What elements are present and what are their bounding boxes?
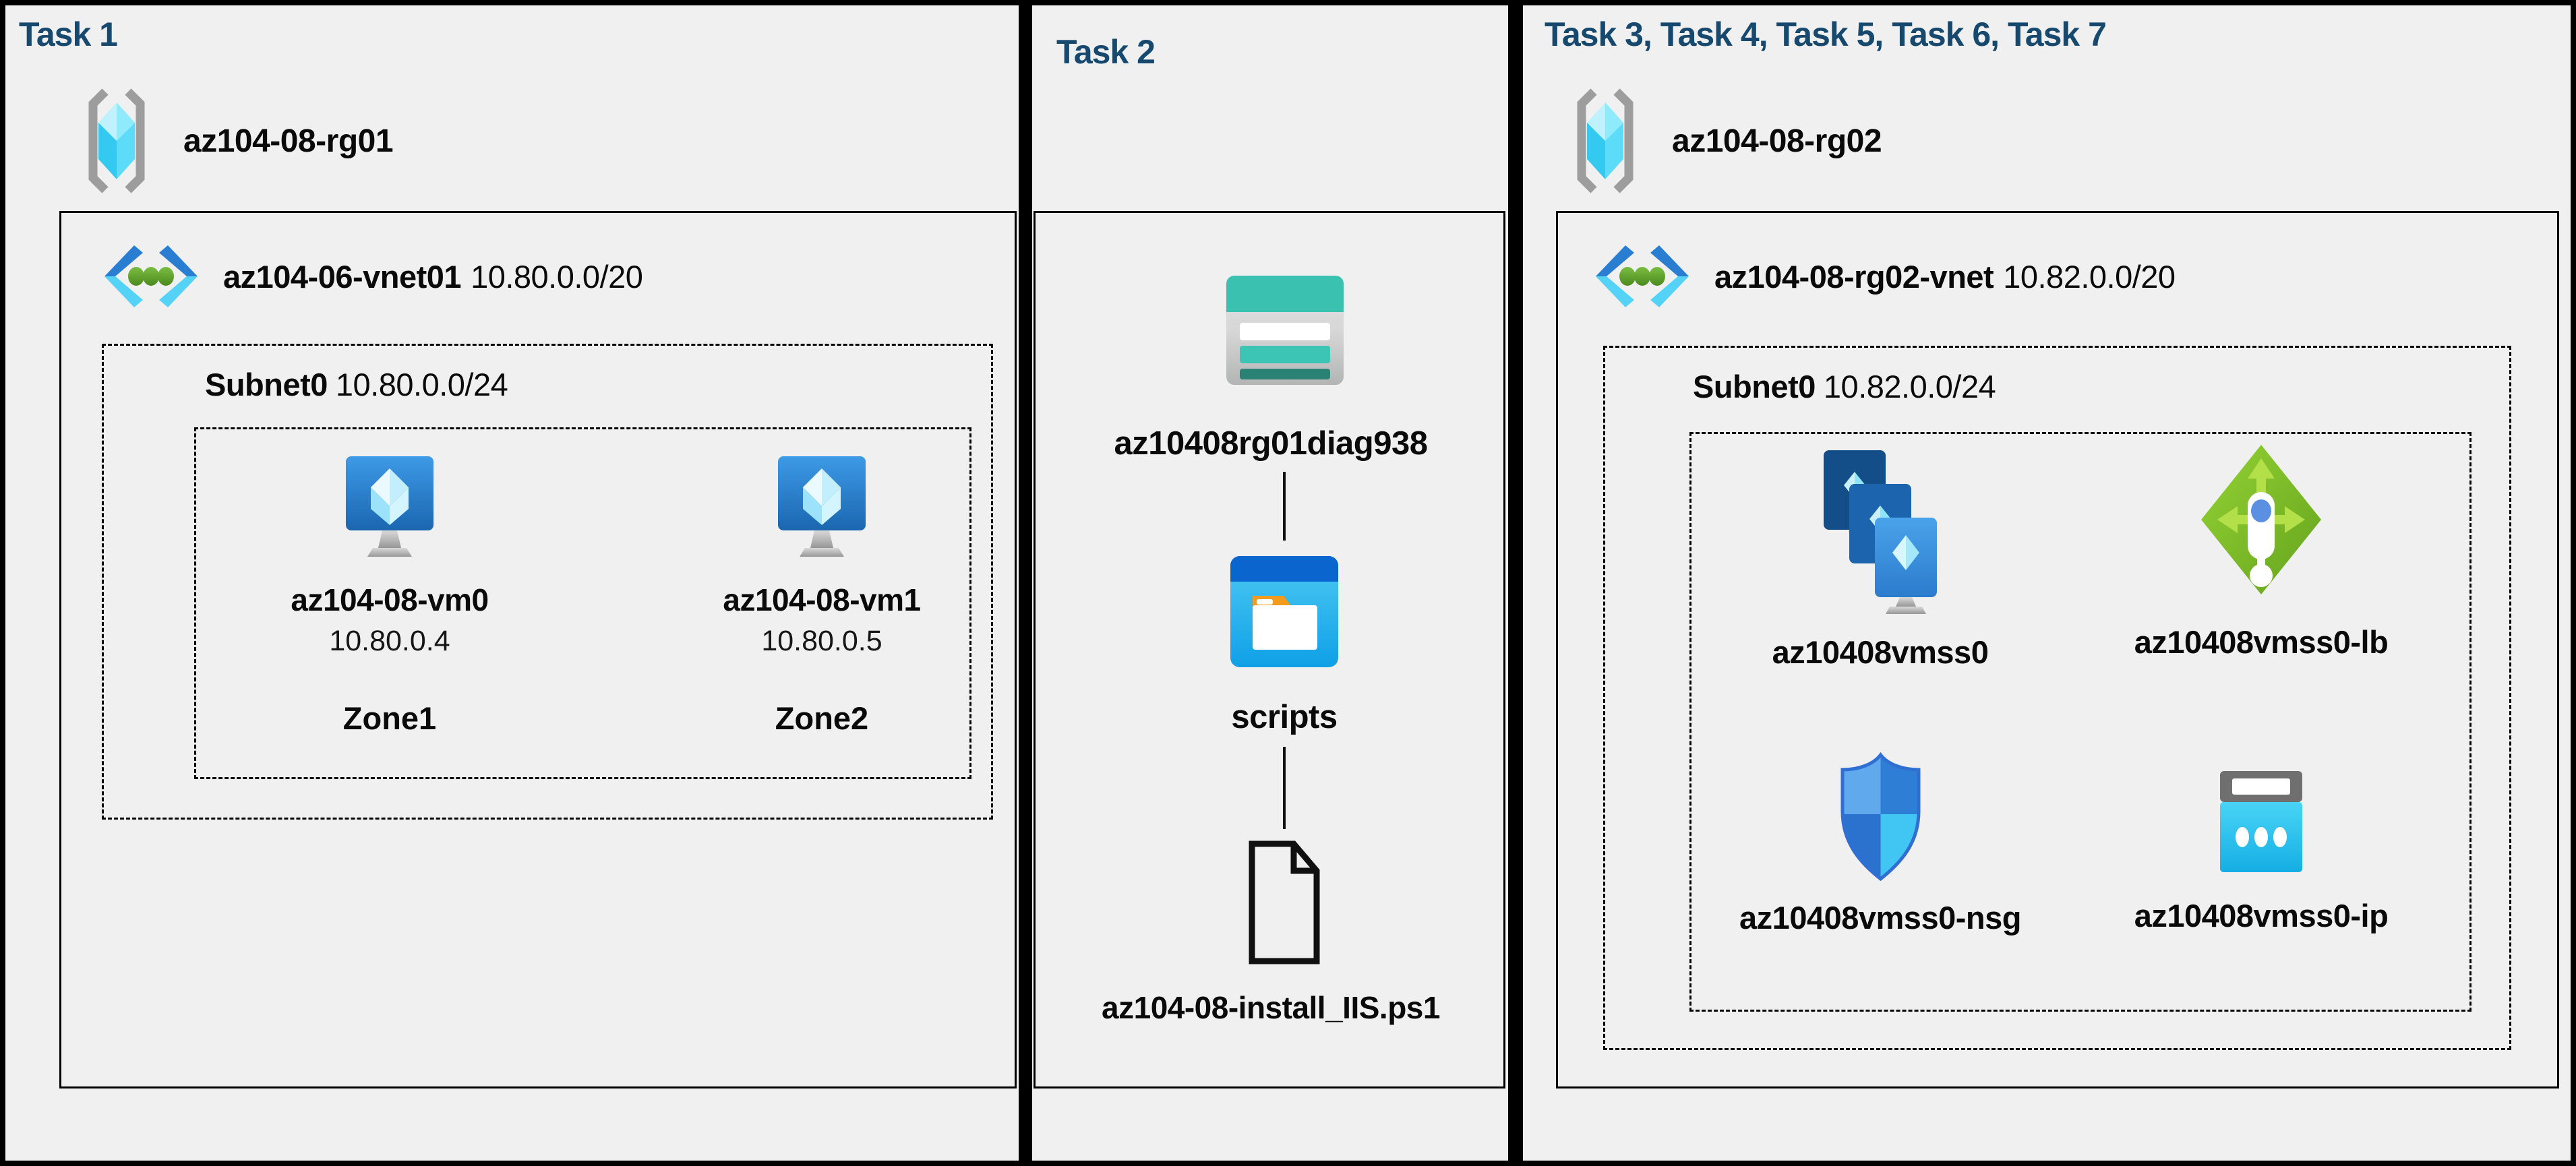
storage-account-icon — [1226, 276, 1344, 385]
resource-group-icon — [1577, 88, 1634, 193]
task2-box — [1034, 211, 1505, 1088]
ip-block: az10408vmss0-ip — [2099, 766, 2423, 934]
vm0-ip: 10.80.0.4 — [329, 625, 450, 657]
rg02-vnet-cidr: 10.82.0.0/20 — [2003, 258, 2176, 295]
ip-name: az10408vmss0-ip — [2134, 898, 2389, 933]
subnet0-cidr-task37: 10.82.0.0/24 — [1823, 369, 1996, 404]
vmss-name: az10408vmss0 — [1772, 634, 1989, 670]
resource-group-icon — [88, 88, 145, 193]
vmss-resources-box: az10408vmss0 — [1689, 432, 2472, 1012]
rg01-name: az104-08-rg01 — [183, 123, 394, 159]
task37-title: Task 3, Task 4, Task 5, Task 6, Task 7 — [1545, 16, 2107, 53]
virtual-network-icon — [1596, 245, 1689, 307]
vm0-zone: Zone1 — [342, 700, 437, 736]
lb-name: az10408vmss0-lb — [2134, 624, 2389, 660]
vmss-block: az10408vmss0 — [1718, 446, 2042, 671]
vm-zone-box: az104-08-vm0 10.80.0.4 Zone1 — [194, 427, 971, 779]
resource-group-rg02: az104-08-rg02 — [1564, 86, 1882, 195]
subnet0-cidr-task1: 10.80.0.0/24 — [335, 367, 508, 402]
virtual-network-icon — [104, 245, 198, 307]
storage-account-name: az10408rg01diag938 — [1114, 425, 1429, 462]
subnet0-name-task37: Subnet0 — [1693, 369, 1816, 404]
lb-block: az10408vmss0-lb — [2099, 441, 2423, 661]
vm-scale-set-icon — [1823, 450, 1937, 614]
file-name: az104-08-install_IIS.ps1 — [1102, 990, 1440, 1025]
nsg-shield-icon — [1840, 751, 1920, 882]
load-balancer-icon — [2201, 445, 2321, 594]
panel-task1: Task 1 az104-08-rg01 — [5, 5, 1019, 1161]
rg02-name: az104-08-rg02 — [1672, 123, 1882, 159]
vnet01-name: az104-06-vnet01 — [223, 258, 462, 295]
connector-container-to-file — [1283, 747, 1286, 829]
nsg-name: az10408vmss0-nsg — [1739, 900, 2021, 935]
vm1-name: az104-08-vm1 — [723, 582, 921, 617]
virtual-machine-icon — [346, 456, 433, 557]
vm1-zone: Zone2 — [775, 700, 869, 736]
public-ip-icon — [2220, 771, 2302, 872]
blob-container-icon — [1230, 556, 1338, 667]
virtual-machine-icon — [778, 456, 866, 557]
vm1-block: az104-08-vm1 10.80.0.5 Zone2 — [714, 454, 930, 737]
nsg-block: az10408vmss0-nsg — [1718, 749, 2042, 936]
subnet0-name-task1: Subnet0 — [205, 367, 328, 402]
container-name: scripts — [1231, 699, 1338, 735]
vm0-name: az104-08-vm0 — [291, 582, 489, 617]
vm0-block: az104-08-vm0 10.80.0.4 Zone1 — [282, 454, 498, 737]
file-icon — [1249, 840, 1320, 964]
rg02-vnet-name: az104-08-rg02-vnet — [1714, 258, 1994, 295]
connector-storage-to-container — [1283, 472, 1286, 541]
resource-group-rg01: az104-08-rg01 — [76, 86, 394, 195]
task1-title: Task 1 — [19, 16, 118, 53]
panel-task2: Task 2 az10408rg01diag938 scripts az104-… — [1032, 5, 1508, 1161]
vnet01-cidr: 10.80.0.0/20 — [471, 258, 643, 295]
task2-title: Task 2 — [1056, 33, 1156, 71]
vm1-ip: 10.80.0.5 — [761, 625, 882, 657]
panel-task3-7: Task 3, Task 4, Task 5, Task 6, Task 7 a… — [1523, 5, 2571, 1161]
